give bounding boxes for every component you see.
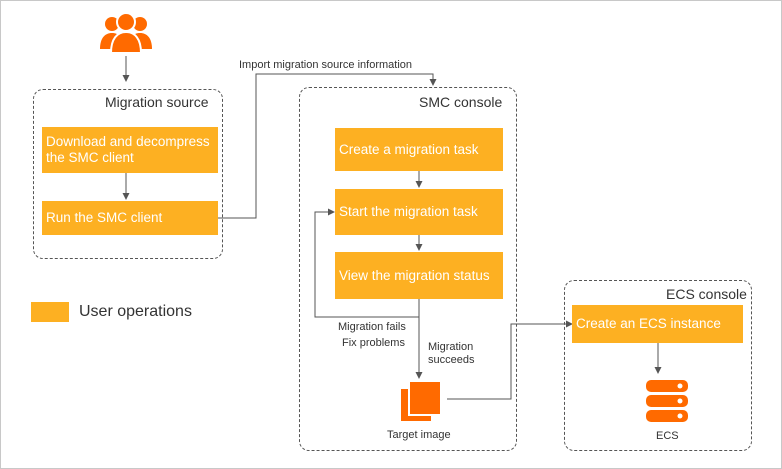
step-run-client: Run the SMC client <box>42 201 218 235</box>
arrow-image-to-ecs <box>447 320 573 400</box>
step-create-task: Create a migration task <box>335 128 503 171</box>
label-ecs: ECS <box>656 430 679 442</box>
users-icon <box>95 11 157 55</box>
label-target-image: Target image <box>387 429 451 441</box>
label-migration-succeeds-text: Migration succeeds <box>428 341 475 366</box>
step-download-client: Download and decompress the SMC client <box>42 127 218 173</box>
step-create-instance: Create an ECS instance <box>572 305 743 343</box>
server-icon <box>644 378 690 424</box>
ecs-console-region <box>564 280 752 451</box>
smc-console-title: SMC console <box>419 94 503 110</box>
ecs-console-title: ECS console <box>666 286 747 302</box>
migration-source-title: Migration source <box>105 94 209 110</box>
migration-source-region <box>33 89 223 259</box>
label-fix-problems: Fix problems <box>342 337 405 349</box>
legend-swatch <box>31 302 69 322</box>
smc-console-region <box>299 87 517 451</box>
arrow-import-info <box>218 73 437 219</box>
step-start-task: Start the migration task <box>335 189 503 235</box>
label-migration-succeeds: Migration succeeds <box>428 341 488 367</box>
legend-user-operations: User operations <box>79 303 192 320</box>
label-migration-fails: Migration fails <box>338 321 406 333</box>
image-stack-icon <box>399 379 443 423</box>
label-import-info: Import migration source information <box>239 59 413 71</box>
step-view-status: View the migration status <box>335 252 503 299</box>
